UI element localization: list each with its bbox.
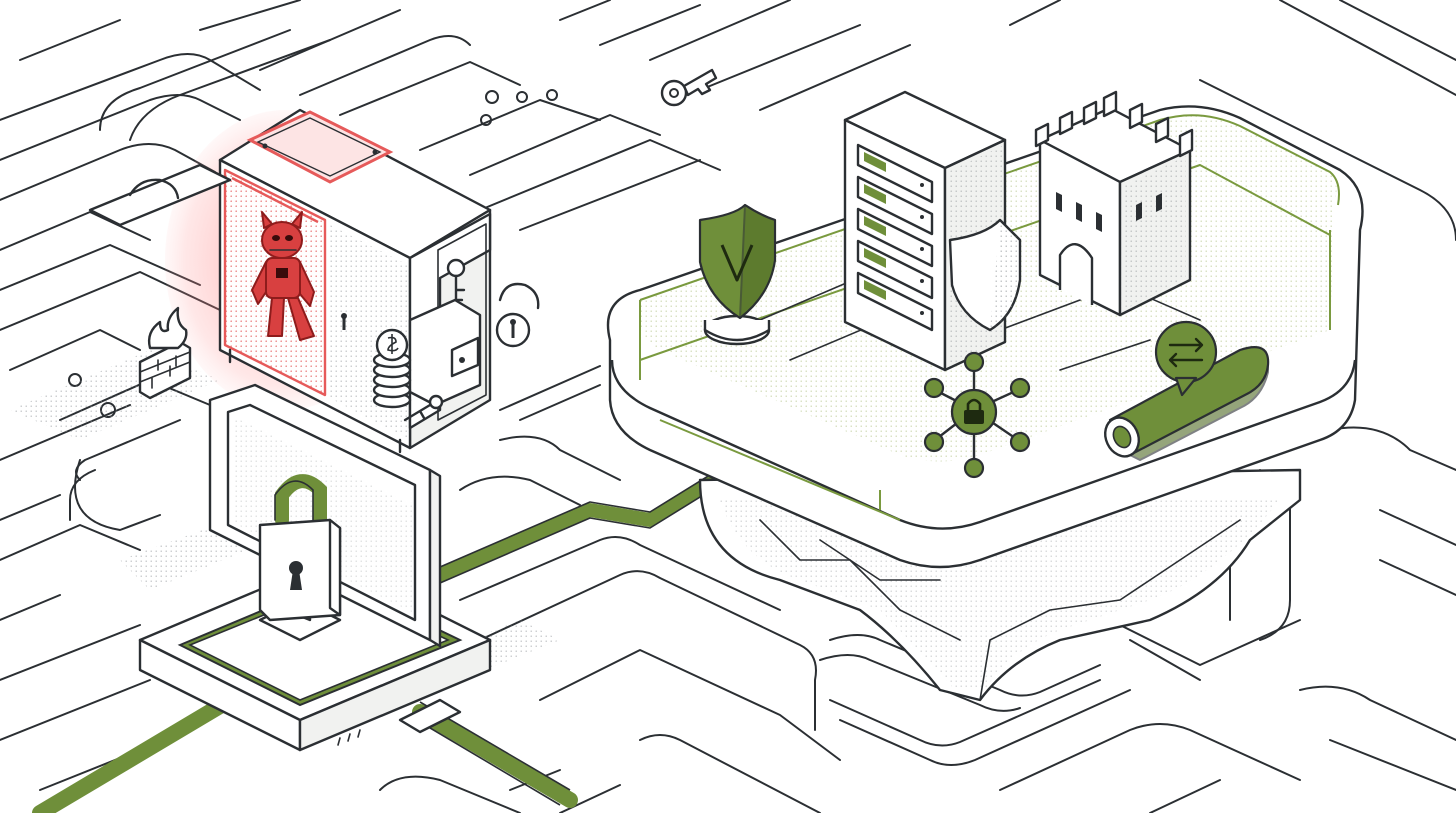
robot-icon bbox=[251, 211, 315, 341]
encryption-network-node bbox=[923, 351, 1031, 479]
circuit-padlocks bbox=[88, 163, 540, 348]
exchange-arrows-icon bbox=[1168, 337, 1204, 368]
lock-icon bbox=[964, 410, 984, 424]
coin-stack bbox=[372, 328, 412, 409]
verified-shield bbox=[698, 203, 777, 346]
encrypted-tunnel bbox=[1104, 320, 1270, 461]
fortress-tower bbox=[1034, 90, 1194, 317]
server-slots bbox=[856, 143, 934, 332]
padlock-icon bbox=[258, 474, 342, 622]
key-icon bbox=[446, 258, 466, 312]
access-key bbox=[660, 68, 718, 107]
check-icon bbox=[720, 244, 754, 282]
firewall bbox=[138, 306, 192, 400]
compromised-vault bbox=[165, 108, 492, 454]
flame-icon bbox=[147, 306, 188, 350]
server-rack bbox=[843, 90, 1022, 372]
locked-terminal bbox=[138, 383, 492, 752]
